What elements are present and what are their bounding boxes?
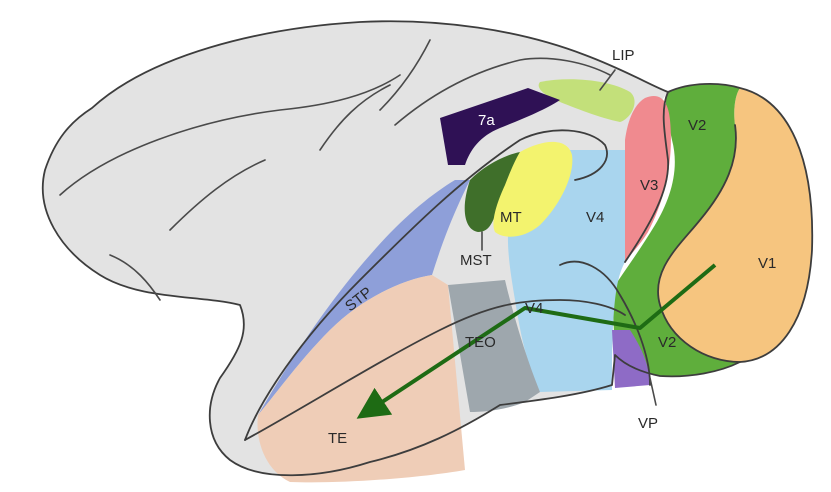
label-vp: VP xyxy=(638,415,658,432)
label-v2-lower: V2 xyxy=(658,334,676,351)
label-7a: 7a xyxy=(478,112,495,129)
label-v2-top: V2 xyxy=(688,117,706,134)
label-teo: TEO xyxy=(465,334,496,351)
label-v4: V4 xyxy=(586,209,604,226)
label-te: TE xyxy=(328,430,347,447)
label-lip: LIP xyxy=(612,47,635,64)
vp-leader-line xyxy=(650,378,656,405)
label-mst: MST xyxy=(460,252,492,269)
label-v1: V1 xyxy=(758,255,776,272)
label-mt: MT xyxy=(500,209,522,226)
label-v3: V3 xyxy=(640,177,658,194)
label-v4-lower: V4 xyxy=(525,300,543,317)
